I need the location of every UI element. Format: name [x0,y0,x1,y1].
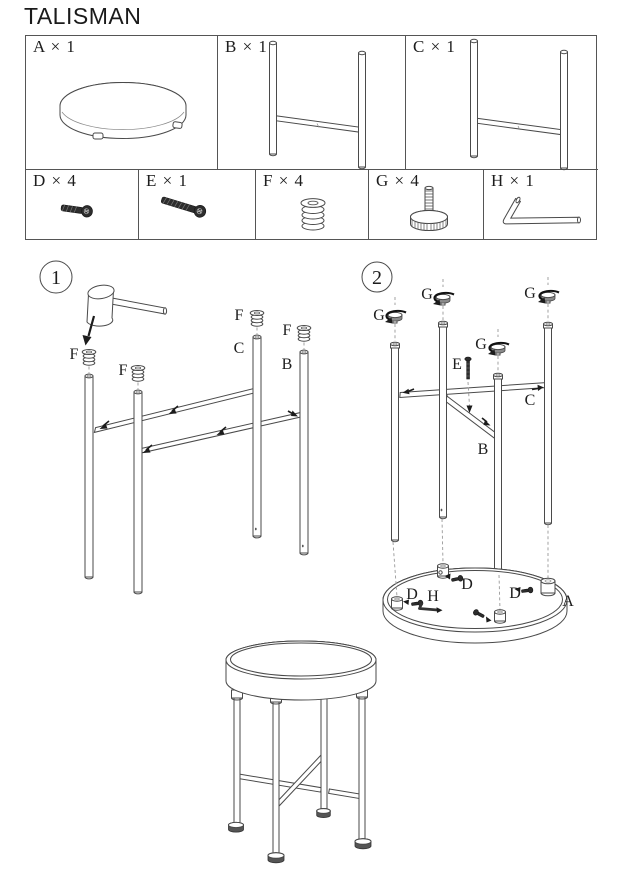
part-d-screw-drawing [60,204,93,218]
tabletop [225,640,377,701]
step1-label-c: C [234,340,245,357]
hammer-direction-arrow [82,315,96,346]
step2-label-g4: G [524,285,536,302]
parts-cell-a: A × 1 [26,36,218,170]
step-2-diagram: 2 [361,261,574,644]
foot-g-2 [433,279,455,320]
rotation-arrow-icon [538,289,560,301]
parts-cell-b: B × 1 [218,36,406,170]
part-h-label: H × 1 [491,171,535,190]
part-a-tabletop-drawing [59,82,187,140]
step2-label-h: H [427,588,439,605]
step2-label-g1: G [373,307,385,324]
parts-cell-g: G × 4 [369,170,484,239]
step-1-number-badge: 1 [39,260,73,294]
stretcher-bars [236,751,365,807]
part-f-label: F × 4 [263,171,305,190]
leg-tubes [84,334,309,595]
step-1-number: 1 [51,267,61,289]
rotation-arrow-icon [488,341,510,353]
part-b-label: B × 1 [225,37,268,56]
step2-label-d2: D [406,586,418,603]
mallet-icon [86,284,168,327]
step-1-diagram: 1 [39,260,312,595]
crossbar-c [93,386,259,434]
screw-e-icon [464,356,473,413]
part-e-bolt-drawing [160,196,207,218]
step2-label-c: C [525,392,536,409]
screw-d-3 [514,586,534,594]
parts-cell-f: F × 4 [256,170,369,239]
adjustable-feet [228,808,372,864]
screw-d-1 [444,573,464,582]
part-g-foot-drawing [410,185,448,231]
screw-d-4 [473,609,492,623]
adjustable-foot-icon [410,185,448,231]
step2-label-g2: G [421,286,433,303]
parts-cell-e: E × 1 [139,170,256,239]
part-c-legframe-drawing [470,38,568,171]
part-b-legframe-drawing [269,40,366,170]
foot-g-4 [538,277,560,321]
step2-label-a: A [562,593,574,610]
tabletop-a [382,567,568,644]
insert-f-1 [81,349,97,375]
allen-key-icon [502,196,581,225]
step1-label-f4: F [283,322,292,339]
part-a-label: A × 1 [33,37,76,56]
insert-f-4 [296,325,312,351]
step2-label-b: B [478,441,489,458]
part-f-insert-drawing [300,198,326,231]
rotation-arrow-icon [433,291,455,303]
step2-label-e: E [452,356,462,373]
screw-icon [60,204,93,218]
part-d-label: D × 4 [33,171,77,190]
leg-sockets [391,563,556,624]
part-g-label: G × 4 [376,171,420,190]
parts-cell-c: C × 1 [406,36,598,171]
parts-cell-d: D × 4 [26,170,139,239]
tabletop-boss [92,132,104,140]
parts-table: A × 1 B × 1 C × 1 [25,35,598,240]
tabletop-boss [172,121,183,129]
threaded-insert-icon [300,198,326,231]
insert-f-2 [130,365,146,391]
step-2-number: 2 [372,267,382,289]
step1-label-b: B [282,356,293,373]
step1-label-f3: F [235,307,244,324]
insert-f-3 [249,310,265,336]
crossbar-b [441,394,500,440]
bolt-icon [160,196,207,218]
parts-cell-h: H × 1 [484,170,598,239]
alignment-guides [392,518,549,611]
page-title: TALISMAN [24,3,142,29]
joint-arrows [99,405,298,453]
foot-g-3 [488,329,510,373]
step1-label-f1: F [70,346,79,363]
step1-label-f2: F [119,362,128,379]
step2-label-g3: G [475,336,487,353]
foot-g-1 [385,297,407,341]
assembled-table-drawing [225,640,377,864]
joint-arrows [402,384,544,426]
step2-label-d3: D [509,585,521,602]
part-h-allen-key-drawing [502,196,581,225]
leg-tubes [390,320,553,576]
table-legs [233,685,366,856]
step2-label-d1: D [461,576,473,593]
part-e-label: E × 1 [146,171,188,190]
rotation-arrow-icon [385,309,407,321]
part-c-label: C × 1 [413,37,456,56]
step-2-number-badge: 2 [361,261,393,293]
allen-key-icon [418,601,443,613]
